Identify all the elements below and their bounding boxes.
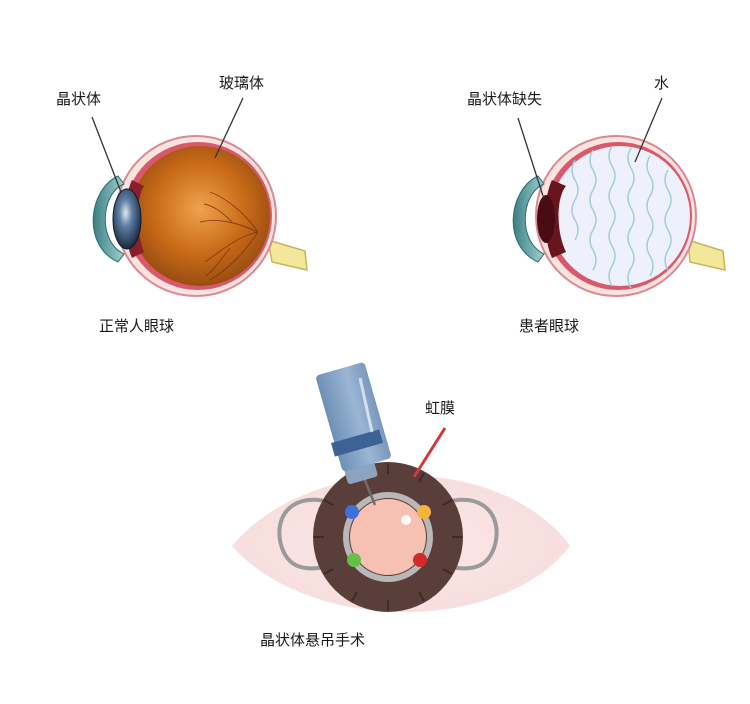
retinal-vessels [199, 191, 259, 281]
instrument-needle [362, 477, 377, 506]
vitreous-body [130, 146, 270, 286]
water-body [550, 146, 690, 286]
iris-label: 虹膜 [425, 399, 456, 417]
lens-label: 晶状体 [56, 90, 102, 108]
lens-callout-line [91, 116, 122, 193]
lens [112, 188, 142, 250]
vitreous-label: 玻璃体 [219, 74, 265, 92]
lens-missing-callout-line [517, 117, 544, 197]
surgical-instrument-icon [316, 362, 391, 506]
cornea [512, 175, 545, 263]
optic-nerve [267, 238, 308, 271]
instrument-band [331, 429, 383, 457]
capsular-ring [343, 492, 433, 582]
missing-lens-area [537, 195, 555, 243]
normal-eye-diagram [91, 97, 308, 297]
suture-knot-yellow [417, 505, 431, 519]
patient-eye-diagram [512, 97, 726, 297]
normal-eye-caption: 正常人眼球 [99, 317, 175, 335]
optic-nerve [687, 238, 726, 271]
water-waves [571, 145, 672, 289]
instrument-barrel [316, 362, 391, 472]
lens-missing-label: 晶状体缺失 [467, 90, 543, 108]
surgery-caption: 晶状体悬吊手术 [260, 631, 366, 649]
water-label: 水 [654, 74, 670, 92]
suture-knot-blue [345, 505, 359, 519]
water-callout-line [634, 97, 663, 163]
surgery-diagram [232, 362, 570, 612]
patient-eye-caption: 患者眼球 [519, 317, 580, 335]
suture-knot-red [413, 553, 427, 567]
pupil-highlight [401, 515, 411, 525]
cornea [92, 175, 125, 263]
vitreous-callout-line [214, 97, 244, 159]
iris-callout-line [412, 427, 447, 478]
suture-knot-green [347, 553, 361, 567]
